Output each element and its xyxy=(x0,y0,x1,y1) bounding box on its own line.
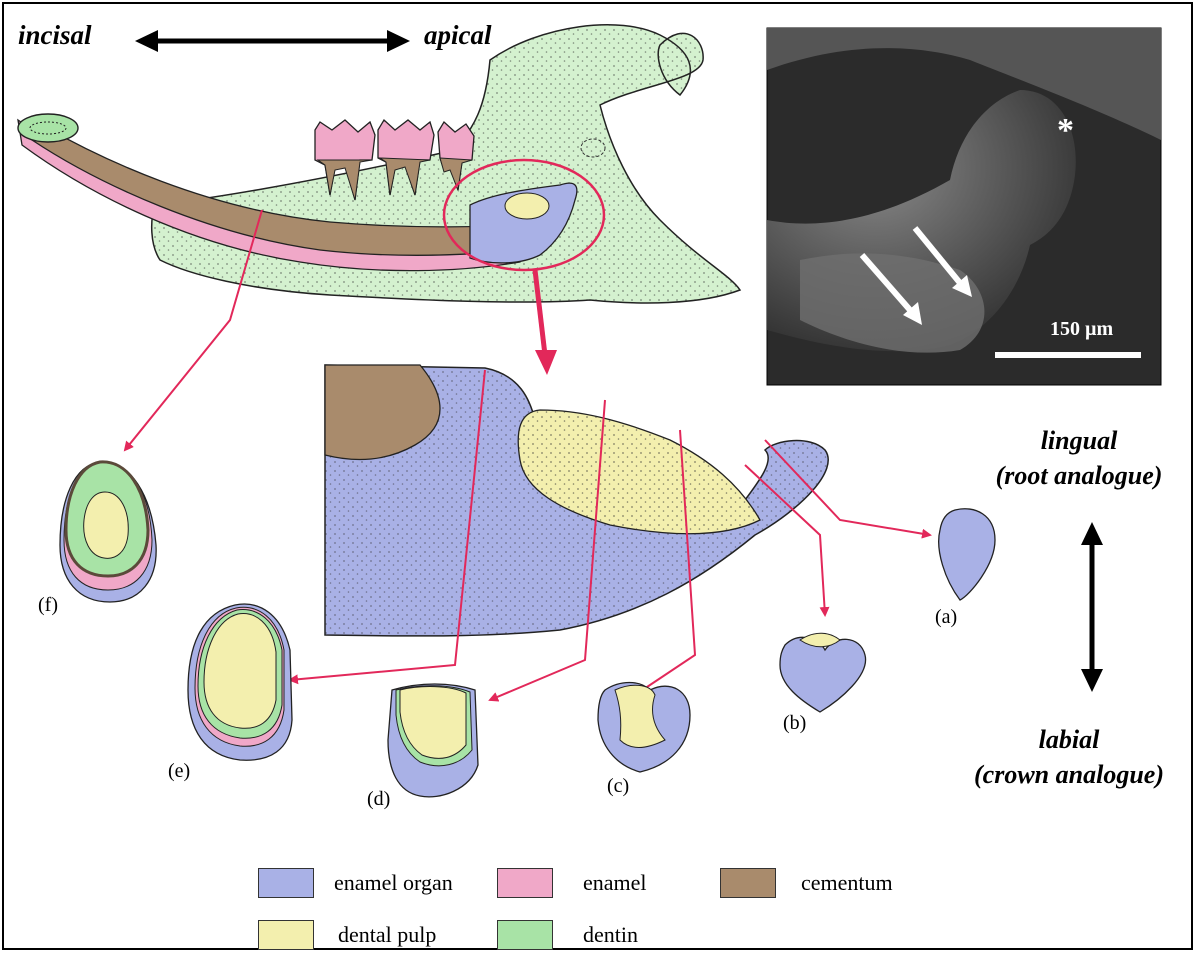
lingual-label: lingual xyxy=(968,423,1190,458)
lingual-labial-arrow xyxy=(1081,522,1103,692)
labial-label: labial xyxy=(940,722,1198,757)
section-d-shape xyxy=(388,684,478,797)
section-a-shape xyxy=(939,509,995,600)
legend-label-enamel-organ: enamel organ xyxy=(334,870,453,896)
lingual-axis-label: lingual (root analogue) xyxy=(968,423,1190,493)
incisal-apical-arrow xyxy=(135,30,410,52)
section-label-c: (c) xyxy=(607,775,629,798)
legend-label-enamel: enamel xyxy=(583,870,647,896)
legend-swatch-enamel-organ xyxy=(258,868,314,898)
section-label-a: (a) xyxy=(935,606,957,629)
legend-swatch-enamel xyxy=(497,868,553,898)
legend-label-cementum: cementum xyxy=(801,870,893,896)
enlarged-tooth-germ xyxy=(325,365,828,636)
incisal-label: incisal xyxy=(18,20,92,51)
apical-label: apical xyxy=(424,20,492,51)
sem-marker: * xyxy=(1057,112,1074,150)
sem-scale-bar xyxy=(995,352,1141,358)
legend-label-dentin: dentin xyxy=(583,922,638,948)
legend-label-dental-pulp: dental pulp xyxy=(338,922,436,948)
section-f-shape xyxy=(60,462,156,602)
section-e-shape xyxy=(188,604,292,760)
crown-analogue-label: (crown analogue) xyxy=(940,757,1198,792)
sem-scale-label: 150 µm xyxy=(1050,318,1113,341)
section-b-shape xyxy=(780,633,866,712)
section-label-f: (f) xyxy=(38,594,58,617)
labial-axis-label: labial (crown analogue) xyxy=(940,722,1198,792)
section-label-b: (b) xyxy=(783,712,806,735)
legend-swatch-cementum xyxy=(720,868,776,898)
root-analogue-label: (root analogue) xyxy=(968,458,1190,493)
legend-swatch-dental-pulp xyxy=(258,920,314,950)
legend-swatch-dentin xyxy=(497,920,553,950)
section-label-e: (e) xyxy=(168,760,190,783)
section-c-shape xyxy=(598,683,690,773)
section-label-d: (d) xyxy=(367,788,390,811)
